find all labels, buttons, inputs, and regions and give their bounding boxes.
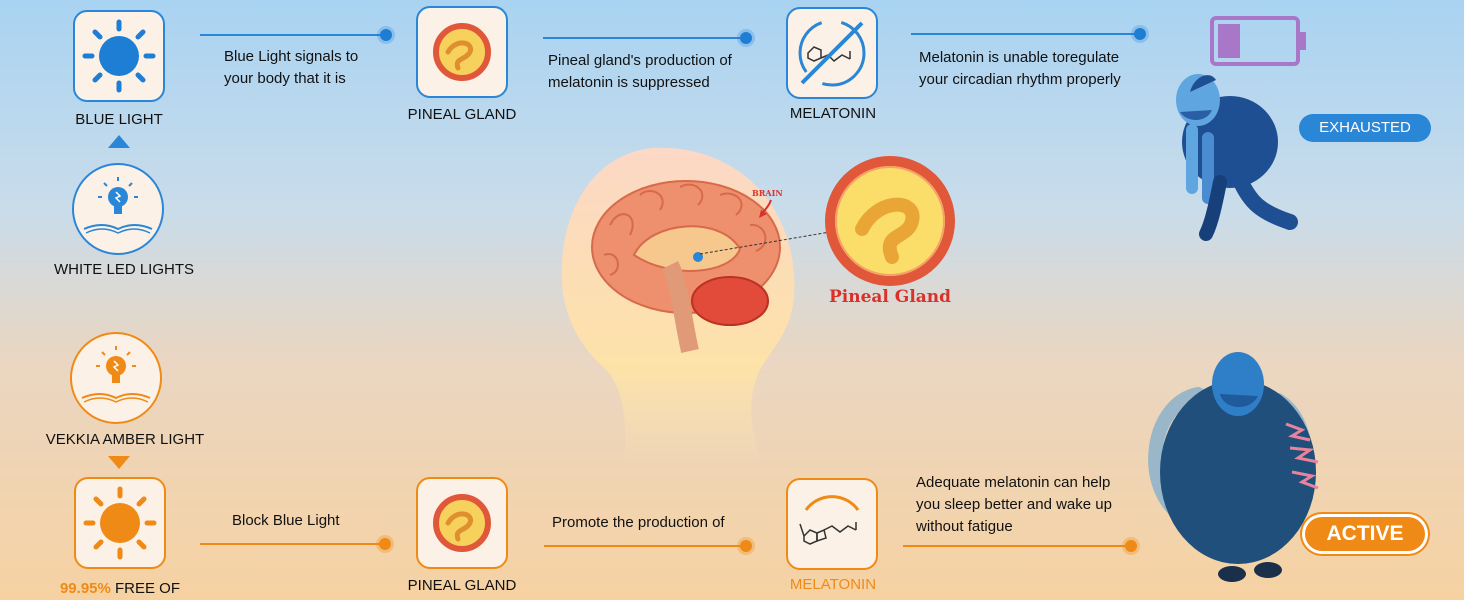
low-battery-icon bbox=[1210, 16, 1306, 66]
brain-icon bbox=[591, 180, 781, 353]
arrow-pointer-icon bbox=[759, 199, 772, 218]
step2-text: Pineal gland's production of melatonin i… bbox=[548, 52, 732, 91]
melatonin-card bbox=[786, 7, 878, 99]
arrow-down-icon bbox=[108, 456, 130, 469]
white-led-label: WHITE LED LIGHTS bbox=[53, 261, 195, 278]
melatonin-molecule-icon bbox=[799, 495, 860, 545]
lightbulb-book-icon bbox=[83, 177, 153, 234]
connector-line bbox=[200, 34, 386, 36]
bottom-step2-text: Promote the production of bbox=[552, 514, 725, 531]
connector-line bbox=[543, 37, 746, 39]
status-badge-active: ACTIVE bbox=[1302, 514, 1428, 554]
connector-dot bbox=[379, 538, 391, 550]
connector-line bbox=[200, 543, 386, 545]
connector-line bbox=[911, 33, 1139, 35]
connector-line bbox=[903, 545, 1129, 547]
brain-tag: BRAIN bbox=[752, 188, 783, 198]
bottom-pineal-label: PINEAL GLAND bbox=[407, 577, 517, 594]
white-led-circle bbox=[72, 163, 164, 255]
pineal-gland-icon bbox=[433, 494, 491, 552]
connector-dot bbox=[1134, 28, 1146, 40]
sun-icon bbox=[82, 19, 156, 93]
free-of-label: 99.95% FREE OF bbox=[40, 580, 200, 597]
active-person-icon bbox=[1148, 352, 1319, 582]
connector-dot bbox=[380, 29, 392, 41]
bottom-pineal-card bbox=[416, 477, 508, 569]
blue-light-label: BLUE LIGHT bbox=[75, 111, 163, 128]
bottom-melatonin-label: MELATONIN bbox=[789, 576, 877, 593]
blue-light-card bbox=[73, 10, 165, 102]
status-badge-exhausted: EXHAUSTED bbox=[1299, 114, 1431, 142]
melatonin-crossed-icon bbox=[798, 19, 866, 87]
leader-line bbox=[700, 231, 831, 255]
connector-dot bbox=[740, 540, 752, 552]
step1-text: Blue Light signals to your body that it … bbox=[224, 48, 359, 87]
exhausted-person-icon bbox=[1176, 74, 1298, 241]
melatonin-label: MELATONIN bbox=[789, 105, 877, 122]
bottom-step3-text: Adequate melatonin can help you sleep be… bbox=[916, 474, 1112, 535]
free-text: FREE OF bbox=[110, 580, 181, 597]
free-percent: 99.95% bbox=[59, 580, 111, 597]
arrow-up-icon bbox=[108, 135, 130, 148]
bottom-step1-text: Block Blue Light bbox=[232, 512, 340, 529]
amber-lightbulb-book-icon bbox=[81, 346, 151, 403]
pineal-gland-magnified-icon bbox=[825, 156, 955, 286]
pineal-gland-icon bbox=[433, 23, 491, 81]
amber-light-circle bbox=[70, 332, 162, 424]
pineal-gland-label: PINEAL GLAND bbox=[407, 106, 517, 123]
amber-sun-card bbox=[74, 477, 166, 569]
amber-sun-icon bbox=[83, 486, 157, 560]
connector-dot bbox=[1125, 540, 1137, 552]
pineal-gland-title: Pineal Gland bbox=[829, 287, 952, 307]
pineal-gland-card bbox=[416, 6, 508, 98]
connector-line bbox=[544, 545, 746, 547]
amber-light-label: VEKKIA AMBER LIGHT bbox=[45, 431, 205, 448]
connector-dot bbox=[740, 32, 752, 44]
step3-text: Melatonin is unable toregulate your circ… bbox=[919, 49, 1121, 88]
bottom-melatonin-card bbox=[786, 478, 878, 570]
